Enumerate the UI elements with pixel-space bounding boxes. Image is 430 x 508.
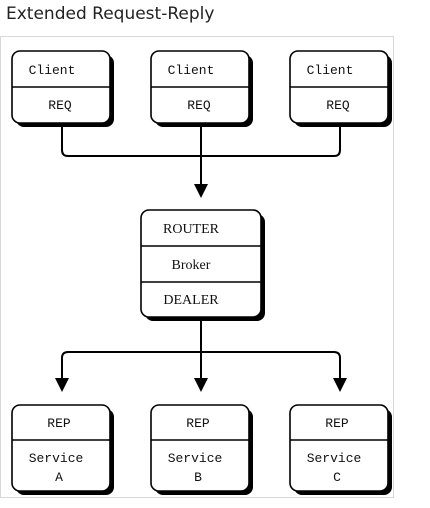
rep-socket-label: REP — [47, 416, 71, 431]
client-label: Client — [168, 63, 215, 78]
service-id-label: A — [55, 470, 63, 485]
dealer-socket-label: DEALER — [163, 293, 219, 308]
service-label: Service — [29, 451, 84, 466]
service-label: Service — [307, 451, 362, 466]
rep-socket-label: REP — [186, 416, 210, 431]
service-node: REP Service C — [289, 404, 392, 495]
client-node: Client REQ — [11, 50, 114, 127]
broker-to-services-connector — [61, 318, 341, 380]
client-label: Client — [307, 63, 354, 78]
clients-to-broker-connector — [61, 122, 341, 190]
arrow-down-icon — [194, 184, 208, 198]
arrow-down-icon — [194, 378, 208, 392]
service-node: REP Service A — [11, 404, 114, 495]
req-socket-label: REQ — [326, 98, 350, 113]
rep-socket-label: REP — [325, 416, 349, 431]
req-socket-label: REQ — [48, 98, 72, 113]
broker-node: ROUTER Broker DEALER — [140, 209, 265, 321]
client-label: Client — [29, 63, 76, 78]
page-title: Extended Request-Reply — [6, 4, 215, 24]
client-node: Client REQ — [150, 50, 253, 127]
router-socket-label: ROUTER — [163, 222, 220, 237]
service-label: Service — [168, 451, 223, 466]
service-node: REP Service B — [150, 404, 253, 495]
client-node: Client REQ — [289, 50, 392, 127]
arrow-down-icon — [55, 378, 69, 392]
service-id-label: B — [194, 470, 202, 485]
service-id-label: C — [333, 470, 341, 485]
diagram-frame — [0, 36, 394, 498]
req-socket-label: REQ — [187, 98, 211, 113]
arrow-down-icon — [333, 378, 347, 392]
broker-label: Broker — [172, 258, 211, 273]
